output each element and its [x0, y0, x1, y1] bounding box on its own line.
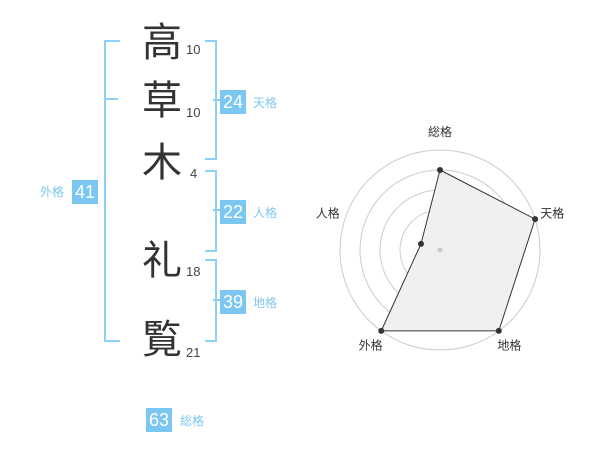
radar-point-5: [417, 240, 424, 247]
stroke-count-3: 4: [190, 166, 198, 181]
radar-point-1: [437, 167, 443, 173]
name-char-5: 覧: [142, 317, 182, 363]
tenkaku-bracket-tick: [213, 99, 220, 101]
soukaku-badge: 63: [146, 408, 173, 432]
radar-polygon: [380, 169, 536, 332]
chikaku-badge: 39: [220, 290, 247, 314]
jinkaku-label: 人格: [253, 206, 278, 220]
radar-point-2: [532, 216, 539, 223]
jinkaku-bracket: [205, 170, 217, 252]
tenkaku-label: 天格: [253, 96, 278, 110]
tenkaku-badge: 24: [220, 90, 247, 114]
name-char-2: 草: [142, 78, 182, 124]
gaikaku-bracket-tick: [104, 98, 118, 100]
radar-axis-label-3: 地格: [497, 337, 521, 352]
radar-points: [378, 167, 539, 334]
jinkaku-badge: 22: [220, 200, 247, 224]
radar-axis-label-5: 人格: [316, 206, 340, 221]
soukaku-label: 総格: [180, 414, 205, 428]
jinkaku-bracket-tick: [213, 209, 220, 211]
radar-axis-label-2: 天格: [540, 206, 564, 221]
chikaku-bracket-tick: [213, 299, 220, 301]
name-char-3: 木: [142, 140, 182, 186]
gaikaku-label: 外格: [40, 185, 65, 199]
gaikaku-badge: 41: [72, 180, 99, 204]
radar-ring: [339, 149, 541, 351]
radar-point-4: [378, 327, 385, 334]
stroke-count-1: 10: [186, 42, 201, 57]
stroke-count-2: 10: [186, 105, 201, 120]
chikaku-label: 地格: [253, 296, 278, 310]
radar-axis-label-1: 総格: [428, 124, 452, 139]
radar-axis-label-4: 外格: [359, 337, 383, 352]
name-char-4: 礼: [142, 238, 182, 284]
stroke-count-4: 18: [186, 264, 201, 279]
stroke-count-5: 21: [186, 345, 201, 360]
gaikaku-bracket: [104, 40, 120, 342]
name-char-1: 高: [142, 20, 182, 66]
radar-point-3: [495, 327, 502, 334]
radar-center: [437, 247, 443, 253]
